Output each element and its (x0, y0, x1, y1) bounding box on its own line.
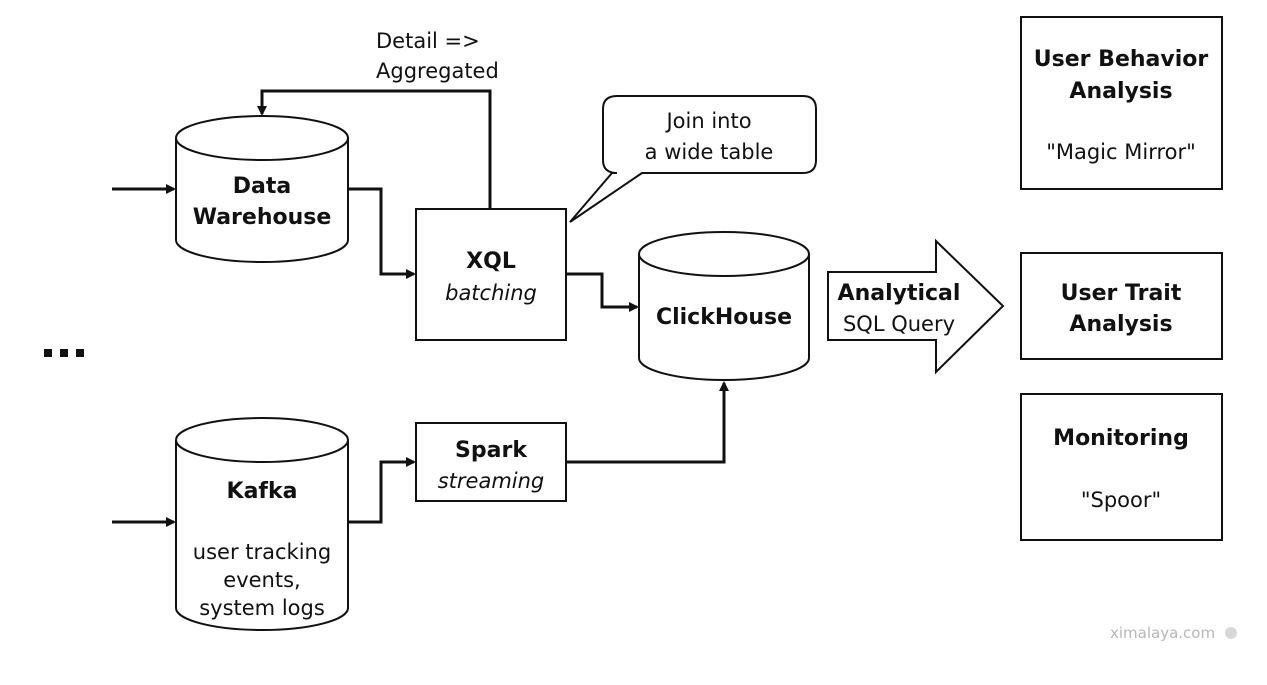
monitoring-box: Monitoring "Spoor" (1020, 393, 1223, 541)
edge-spark-to-clickhouse (566, 381, 729, 464)
spark-subtitle: streaming (438, 469, 545, 493)
kafka-cylinder: Kafka user tracking events, system logs (175, 417, 349, 631)
watermark: ximalaya.com (1110, 624, 1238, 642)
callout-line2: a wide table (645, 140, 774, 164)
user-behavior-analysis-box: User Behavior Analysis "Magic Mirror" (1020, 16, 1223, 190)
kafka-desc-line2: events, (223, 568, 300, 592)
clickhouse-label: ClickHouse (656, 305, 792, 330)
loop-label-line1: Detail => (376, 29, 480, 53)
edge-xql-to-warehouse-loop (257, 89, 492, 209)
query-arrow-line1: Analytical (838, 281, 961, 306)
query-arrow-line2: SQL Query (843, 312, 955, 336)
xql-box: XQL batching (415, 208, 567, 341)
user-behavior-line2: Analysis (1069, 79, 1172, 104)
clickhouse-cylinder: ClickHouse (638, 231, 810, 381)
user-trait-line1: User Trait (1061, 281, 1182, 306)
edge-xql-to-clickhouse (566, 272, 639, 312)
kafka-label: Kafka (227, 479, 298, 504)
monitoring-product: "Spoor" (1081, 488, 1161, 512)
edge-kafka-to-spark (348, 457, 416, 524)
kafka-desc-line1: user tracking (193, 540, 331, 564)
xql-subtitle: batching (445, 281, 537, 305)
analytical-query-arrow: Analytical SQL Query (827, 238, 1005, 375)
user-behavior-product: "Magic Mirror" (1046, 140, 1196, 164)
kafka-desc-line3: system logs (199, 596, 325, 620)
watermark-text: ximalaya.com (1110, 624, 1216, 642)
data-warehouse-cylinder: Data Warehouse (175, 115, 349, 263)
user-trait-analysis-box: User Trait Analysis (1020, 252, 1223, 360)
loop-label-line2: Aggregated (376, 59, 499, 83)
user-trait-line2: Analysis (1069, 312, 1172, 337)
data-warehouse-label-line2: Warehouse (193, 205, 332, 230)
join-callout: Join into a wide table (569, 95, 817, 223)
more-sources-ellipsis (44, 342, 92, 361)
xql-label: XQL (466, 249, 516, 274)
callout-line1: Join into (664, 109, 751, 133)
user-behavior-line1: User Behavior (1034, 47, 1209, 72)
spark-label: Spark (455, 438, 528, 463)
monitoring-label: Monitoring (1053, 426, 1189, 451)
spark-box: Spark streaming (415, 422, 567, 502)
data-warehouse-label-line1: Data (233, 174, 291, 199)
edge-warehouse-to-xql (348, 187, 416, 279)
watermark-dot-icon (1225, 627, 1238, 639)
